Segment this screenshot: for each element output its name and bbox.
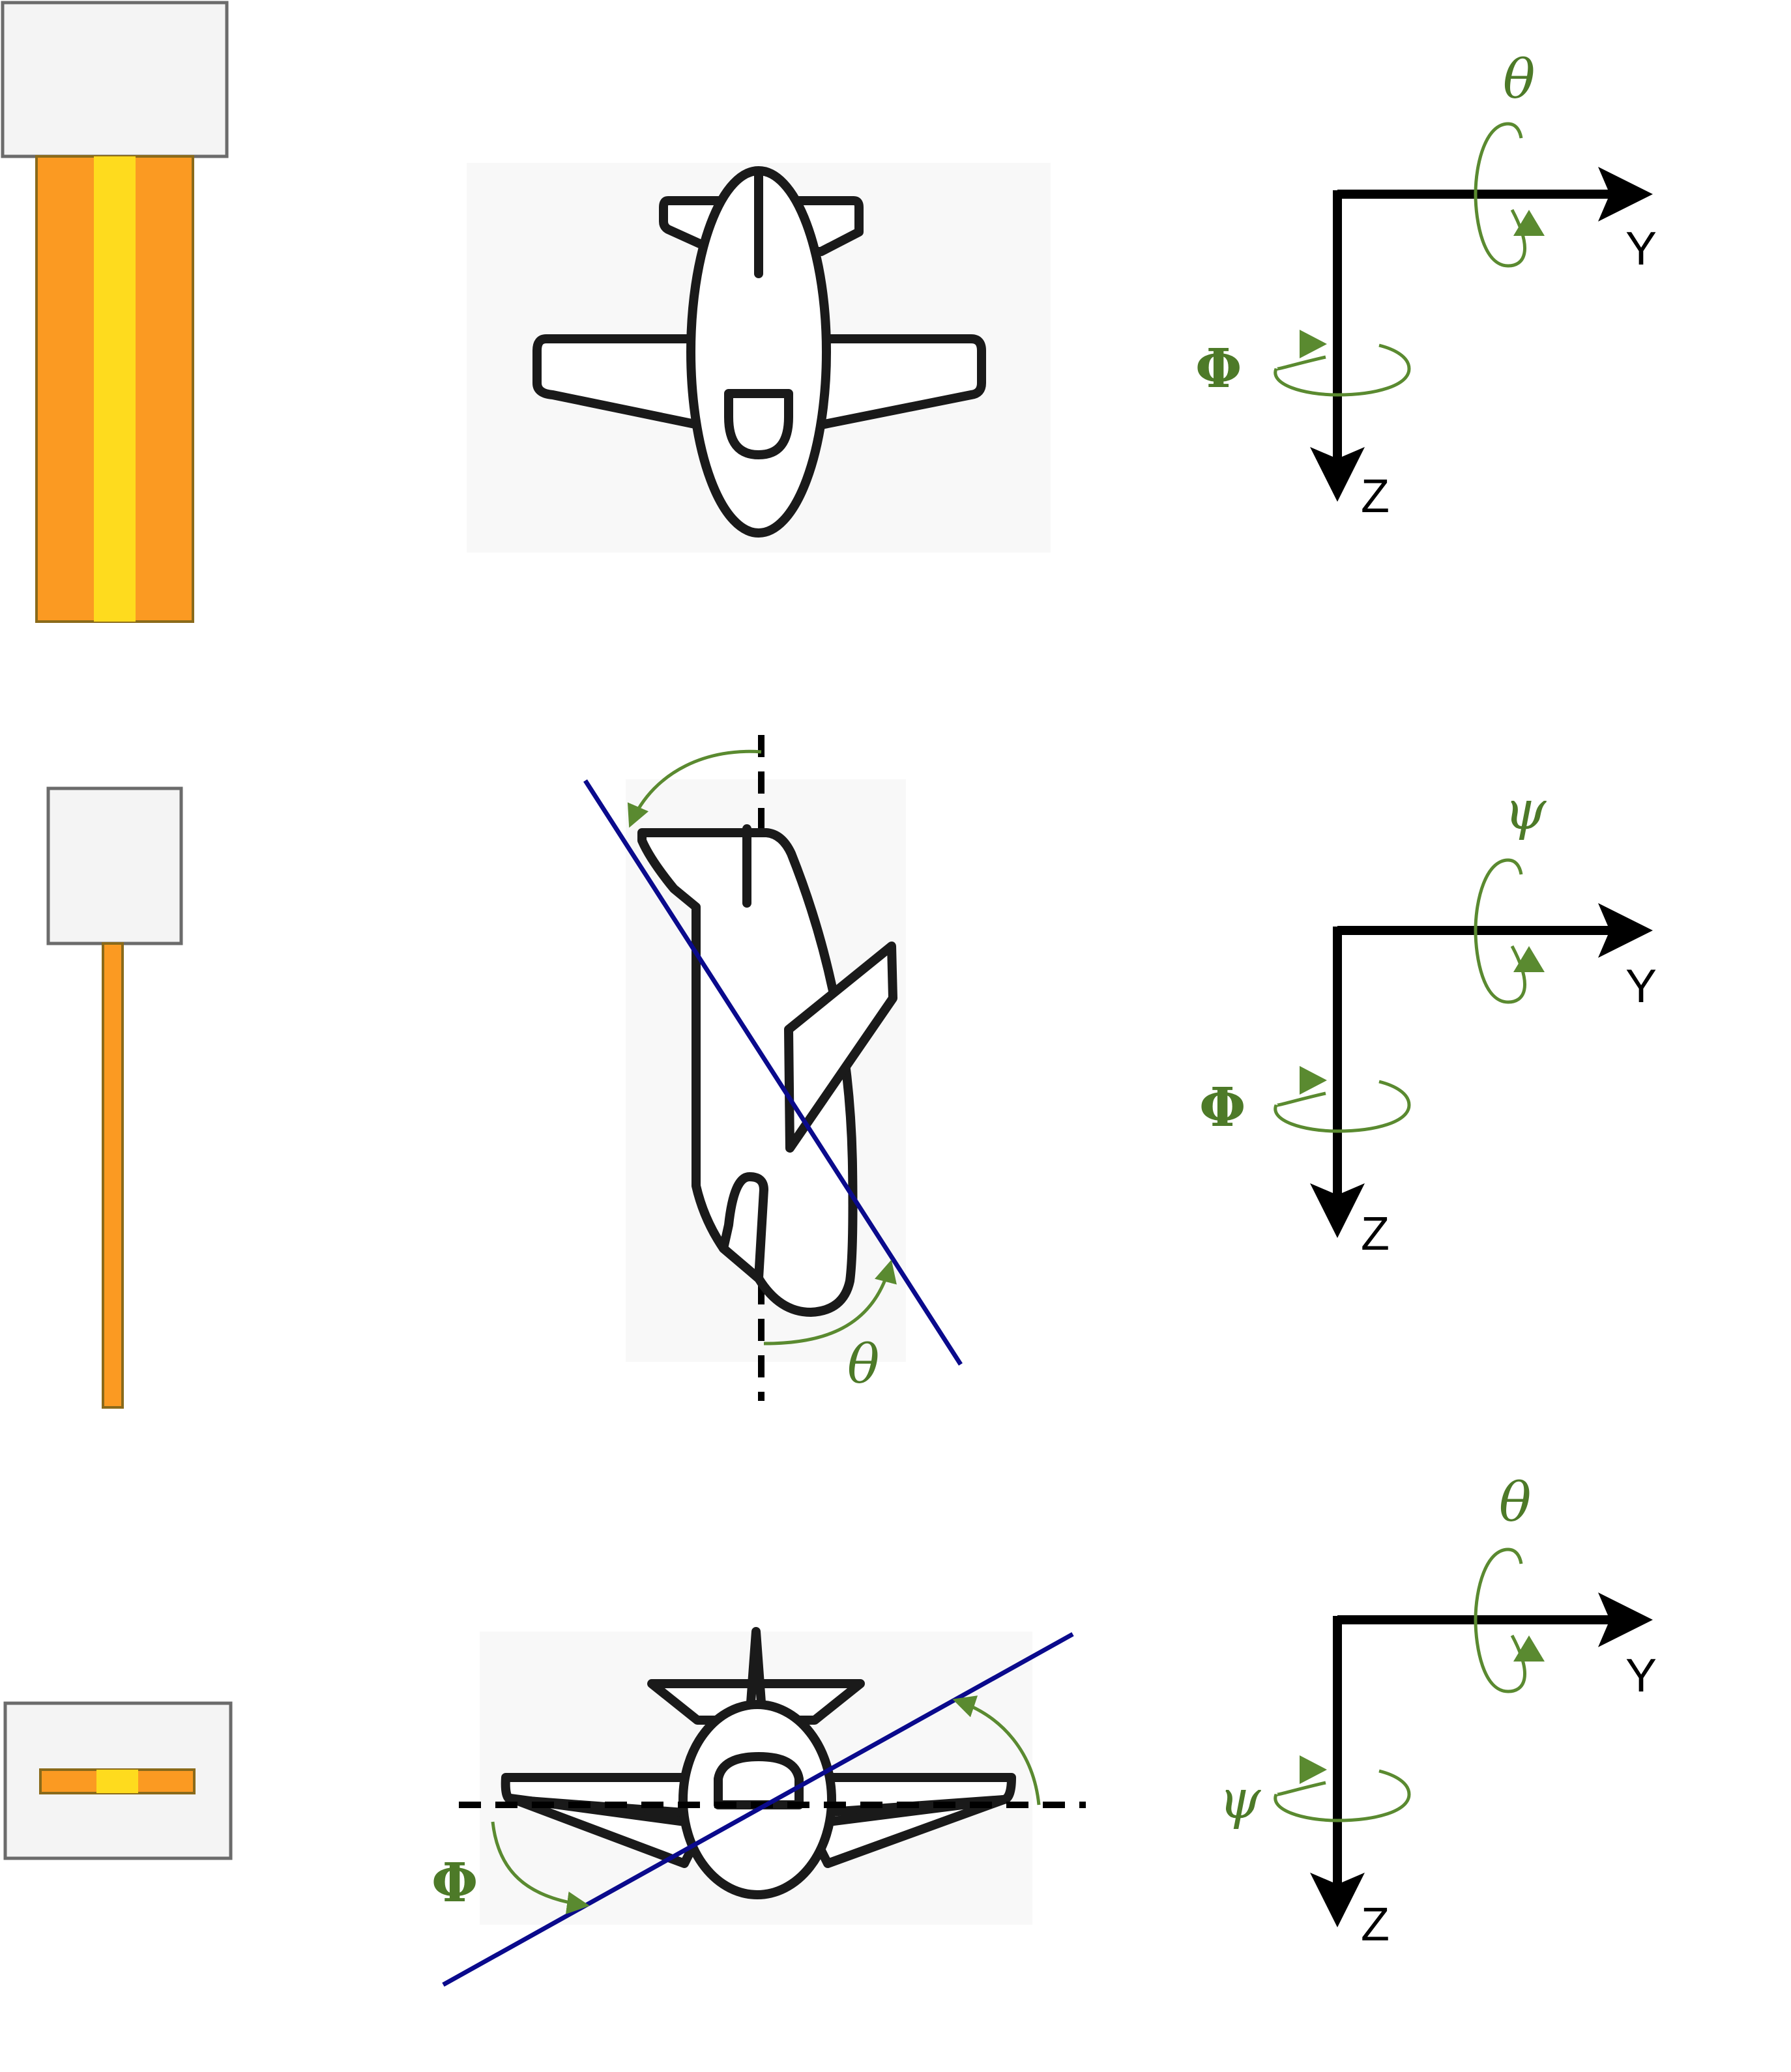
plane-top-view: [467, 163, 1051, 553]
y-rotation-arrowhead: [1513, 1635, 1545, 1662]
y-axis-arrowhead: [1598, 1592, 1653, 1647]
sensor-side-view: [46, 786, 183, 1409]
z-axis-arrowhead: [1310, 447, 1365, 502]
axes-row-3: Y Z θ ψ: [1219, 1472, 1657, 1951]
plane-cockpit: [714, 1752, 804, 1809]
y-rotation-arc: [1474, 122, 1526, 268]
row-1: Y Z θ Φ: [1, 1, 1657, 623]
sensor-strip-orange: [102, 942, 124, 1409]
z-rotation-symbol: Φ: [1199, 1076, 1245, 1139]
plane-cockpit: [724, 389, 793, 459]
y-axis-arrowhead: [1598, 167, 1653, 222]
axes-row-1: Y Z θ Φ: [1195, 49, 1657, 523]
z-rotation-arrowhead: [1300, 1755, 1327, 1784]
z-axis-arrowhead: [1310, 1183, 1365, 1238]
z-axis-label: Z: [1361, 1208, 1390, 1260]
plane-wing: [784, 942, 897, 1153]
axes-row-2: Y Z ψ Φ: [1199, 780, 1657, 1260]
z-rotation-symbol: ψ: [1219, 1769, 1261, 1831]
y-rotation-symbol: θ: [1499, 1472, 1531, 1534]
plane-front-view: Φ: [431, 1627, 1086, 1987]
z-rotation-arc: [1274, 1080, 1411, 1133]
row-2: θ Y Z ψ Φ: [46, 735, 1657, 1409]
z-rotation-symbol: Φ: [1195, 338, 1242, 400]
y-axis-label: Y: [1625, 960, 1657, 1013]
y-rotation-arc: [1474, 858, 1526, 1004]
sensor-strip-yellow: [94, 156, 136, 622]
y-rotation-arrowhead: [1513, 946, 1545, 972]
roll-angle-label: Φ: [431, 1852, 478, 1914]
y-axis-arrowhead: [1598, 903, 1653, 958]
sensor-top-view: [1, 1, 229, 623]
y-rotation-symbol: θ: [1503, 49, 1535, 111]
sensor-cap: [1, 1, 229, 158]
top-angle-arc: [627, 749, 762, 828]
z-axis-label: Z: [1361, 1899, 1390, 1951]
sensor-cap: [46, 786, 183, 945]
left-angle-arc: [491, 1821, 590, 1914]
y-rotation-arrowhead: [1513, 210, 1545, 236]
z-rotation-arrowhead: [1300, 330, 1327, 358]
z-rotation-arrowhead: [1300, 1066, 1327, 1095]
z-rotation-arc: [1274, 343, 1411, 397]
plane-side-view: θ: [583, 735, 963, 1401]
plane-tail-fin: [719, 1172, 768, 1283]
y-axis-label: Y: [1625, 1650, 1657, 1702]
y-rotation-symbol: ψ: [1504, 780, 1547, 842]
pitch-angle-label: θ: [847, 1334, 879, 1396]
row-3: Φ Y Z θ ψ: [3, 1472, 1657, 1987]
y-rotation-arc: [1474, 1547, 1526, 1693]
sensor-strip-yellow: [96, 1770, 138, 1793]
plane-fuselage: [637, 828, 858, 1317]
y-axis-label: Y: [1625, 223, 1657, 275]
tilt-line: [583, 779, 963, 1366]
z-axis-arrowhead: [1310, 1873, 1365, 1927]
right-angle-arc: [952, 1695, 1041, 1806]
z-axis-label: Z: [1361, 470, 1390, 523]
tilt-line: [442, 1632, 1074, 1987]
sensor-front-view: [3, 1701, 233, 1860]
bottom-angle-arc: [763, 1259, 897, 1345]
z-rotation-arc: [1274, 1769, 1411, 1822]
